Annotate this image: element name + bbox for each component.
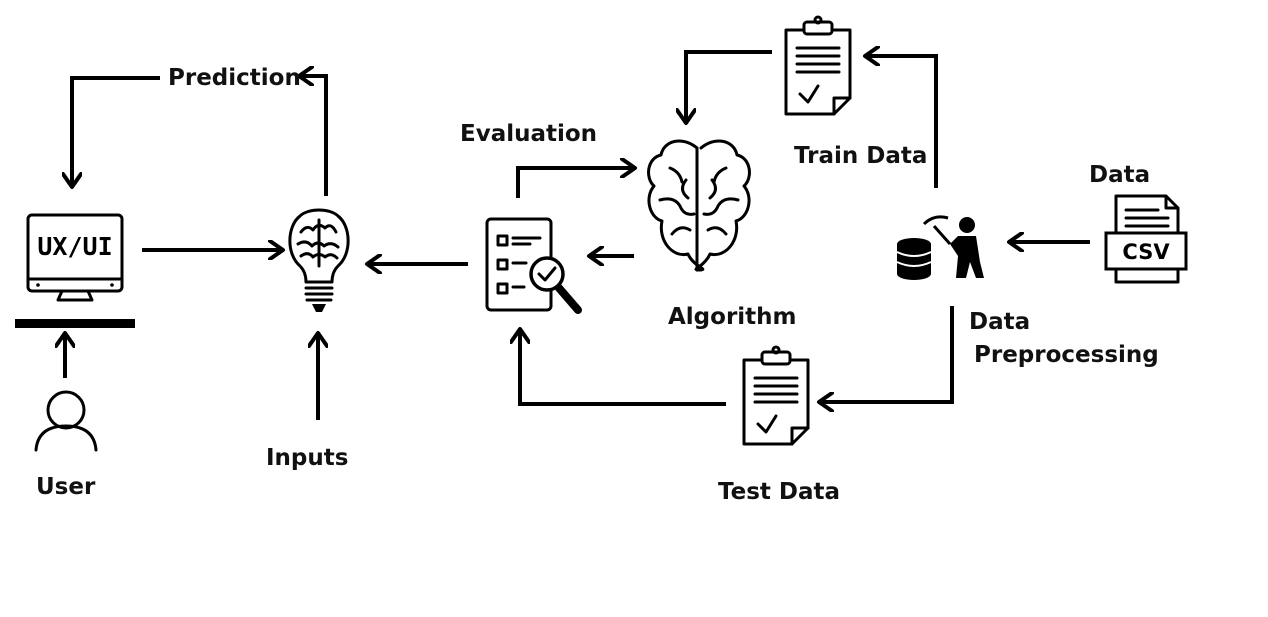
prediction-label: Prediction bbox=[168, 65, 301, 91]
data-preprocessing-label-line2: Preprocessing bbox=[974, 342, 1159, 368]
data-preprocessing-label-line1: Data bbox=[969, 309, 1030, 335]
arrow-preprocessing-to-test bbox=[820, 306, 954, 402]
ux-ui-label: UX/UI bbox=[37, 232, 112, 261]
train-data-label: Train Data bbox=[794, 143, 927, 169]
csv-file-icon: CSV bbox=[1104, 194, 1188, 284]
arrow-prediction-to-ui bbox=[72, 76, 160, 186]
inputs-label: Inputs bbox=[266, 445, 348, 471]
arrow-test-to-eval bbox=[520, 330, 726, 406]
user-icon bbox=[34, 390, 98, 452]
lightbulb-brain-icon bbox=[288, 208, 350, 312]
monitor-icon: UX/UI bbox=[15, 213, 135, 328]
train-clipboard-icon bbox=[784, 15, 852, 116]
brain-icon bbox=[647, 139, 751, 272]
test-clipboard-icon bbox=[742, 345, 810, 446]
arrow-preprocessing-to-train bbox=[866, 56, 938, 188]
checklist-magnifier-icon bbox=[485, 217, 582, 314]
csv-label: CSV bbox=[1122, 240, 1170, 264]
arrow-train-to-algorithm bbox=[686, 50, 772, 122]
user-label: User bbox=[36, 474, 96, 500]
data-miner-icon bbox=[896, 215, 984, 280]
arrow-eval-to-algorithm bbox=[516, 168, 634, 198]
algorithm-label: Algorithm bbox=[668, 304, 797, 330]
data-label: Data bbox=[1089, 162, 1150, 188]
arrow-bulb-to-prediction bbox=[300, 76, 328, 196]
test-data-label: Test Data bbox=[718, 479, 840, 505]
evaluation-label: Evaluation bbox=[460, 121, 597, 147]
